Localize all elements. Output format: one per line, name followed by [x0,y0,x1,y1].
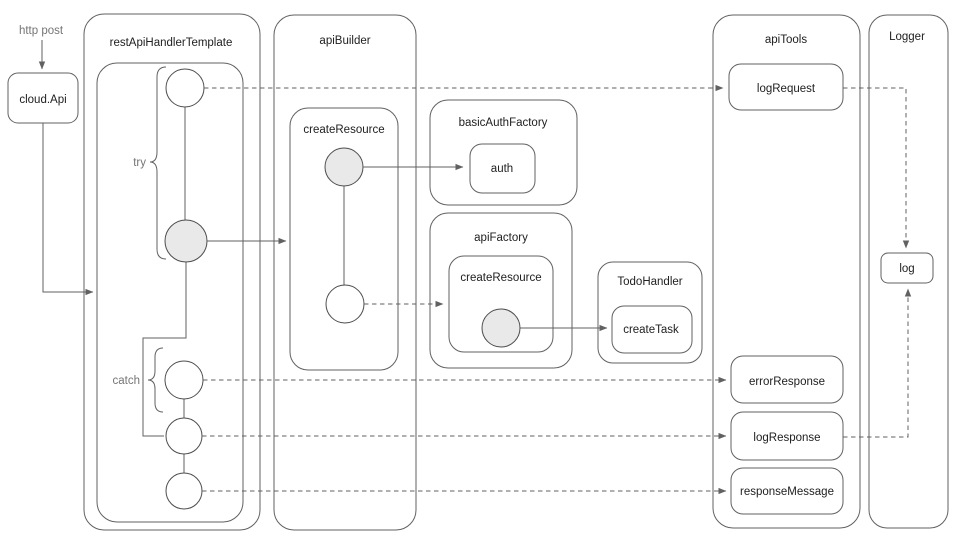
api-tools-title: apiTools [765,34,807,46]
logger-container[interactable] [868,14,949,529]
cloud-api-to-handler-edge [42,123,94,296]
api-factory-title: apiFactory [474,232,528,244]
handler-catch-circle[interactable] [164,360,204,400]
create-task-label: createTask [623,324,679,336]
rest-api-handler-container[interactable] [83,13,261,531]
auth-node[interactable] [469,143,536,194]
factory-task-call-circle[interactable] [481,308,521,348]
basic-auth-factory-container[interactable] [429,99,578,206]
try-brace [149,66,167,260]
api-tools-container[interactable] [712,14,861,529]
log-label: log [899,263,914,275]
edge-log-request-to-log [843,87,910,249]
log-request-label: logRequest [757,83,816,95]
response-message-node[interactable] [730,467,844,515]
log-response-label: logResponse [753,432,820,444]
rest-api-handler-title: restApiHandlerTemplate [110,37,233,49]
error-response-node[interactable] [730,355,844,404]
api-builder-create-resource-title: createResource [303,124,384,136]
api-builder-title: apiBuilder [319,35,370,47]
try-label: try [133,157,146,169]
api-factory-container[interactable] [429,212,573,369]
cloud-api-label: cloud.Api [19,94,66,106]
api-builder-container[interactable] [273,14,417,531]
response-message-label: responseMessage [740,486,834,498]
edge-try-to-after-catch [142,262,187,437]
handler-try-call-circle[interactable] [164,219,208,263]
log-node[interactable] [880,252,934,284]
rest-api-handler-body[interactable] [96,62,244,523]
logger-title: Logger [889,31,925,43]
api-factory-create-resource-box[interactable] [448,255,554,353]
auth-label: auth [491,163,513,175]
basic-auth-factory-title: basicAuthFactory [459,117,548,129]
todo-handler-container[interactable] [597,261,703,364]
catch-brace [147,347,164,413]
http-post-label: http post [19,25,64,37]
handler-response-circle[interactable] [165,472,203,510]
todo-handler-title: TodoHandler [617,276,682,288]
api-factory-create-resource-title: createResource [460,272,541,284]
builder-resource-call-circle[interactable] [325,284,365,324]
error-response-label: errorResponse [749,376,825,388]
builder-auth-call-circle[interactable] [324,147,364,187]
api-builder-create-resource-box[interactable] [289,107,399,371]
handler-entry-circle[interactable] [165,68,205,108]
catch-label: catch [113,375,141,387]
create-task-node[interactable] [611,305,693,354]
log-response-node[interactable] [730,411,844,461]
handler-log-response-circle[interactable] [165,417,203,455]
log-request-node[interactable] [728,63,844,111]
edge-log-response-to-log [843,288,912,438]
